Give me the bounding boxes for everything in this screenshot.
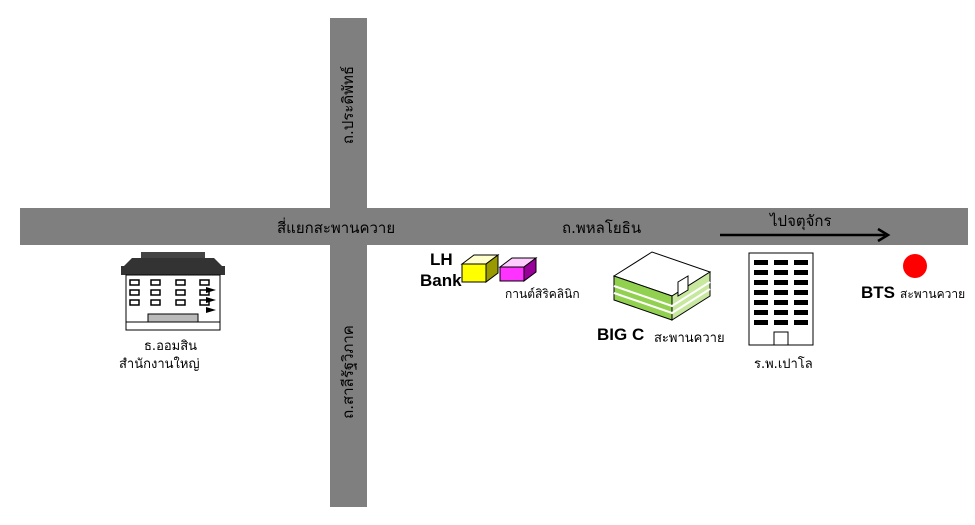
bts-station: สะพานควาย <box>900 287 966 301</box>
road-phahon-yothin <box>20 208 968 245</box>
hospital-name: ร.พ.เปาโล <box>754 357 813 372</box>
bigc-branch: สะพานควาย <box>654 331 725 346</box>
bts-name: BTS <box>861 283 895 302</box>
direction-label: ไปจตุจักร <box>770 212 832 230</box>
hospital-building-icon <box>748 252 814 346</box>
lh-bank-line2: Bank <box>420 271 462 290</box>
gsb-name: ธ.ออมสิน <box>144 339 198 354</box>
clinic-building-icon <box>498 257 538 282</box>
clinic-name: กานต์สิริคลินิก <box>505 287 580 301</box>
direction-arrow-icon <box>720 227 891 243</box>
pradiphat-label: ถ.ประดิพัทธ์ <box>339 65 357 145</box>
lh-bank-line1: LH <box>430 250 453 269</box>
bts-marker-icon <box>903 254 927 278</box>
bigc-building-icon <box>612 251 712 321</box>
gsb-branch: สำนักงานใหญ่ <box>119 357 200 372</box>
lh-bank-building-icon <box>460 254 500 283</box>
bigc-name: BIG C <box>597 325 645 344</box>
gsb-building-icon <box>121 252 225 331</box>
phahon-yothin-label: ถ.พหลโยธิน <box>562 219 642 237</box>
intersection-label: สี่แยกสะพานควาย <box>277 219 396 237</box>
sarasiri-rat-label: ถ.สาลีรัฐวิภาค <box>339 325 357 419</box>
road-vertical <box>330 18 367 507</box>
